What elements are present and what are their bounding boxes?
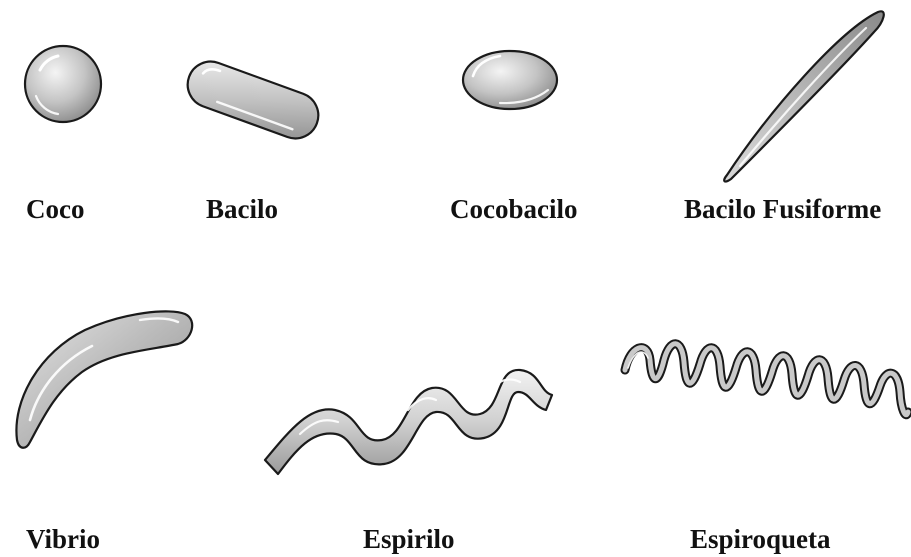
label-coco: Coco	[26, 196, 84, 223]
bacilo-fusiforme-shape	[724, 11, 884, 181]
bacilo-shape	[181, 55, 325, 145]
label-espirilo: Espirilo	[363, 526, 455, 553]
label-bacilo-fusiforme: Bacilo Fusiforme	[684, 196, 881, 223]
label-cocobacilo: Cocobacilo	[450, 196, 578, 223]
vibrio-shape	[16, 311, 192, 447]
label-espiroqueta: Espiroqueta	[690, 526, 831, 553]
cocobacilo-shape	[463, 51, 557, 109]
coco-shape	[25, 46, 101, 122]
label-vibrio: Vibrio	[26, 526, 100, 553]
label-bacilo: Bacilo	[206, 196, 278, 223]
espiroqueta-shape	[625, 344, 908, 415]
espirilo-shape	[265, 370, 552, 474]
